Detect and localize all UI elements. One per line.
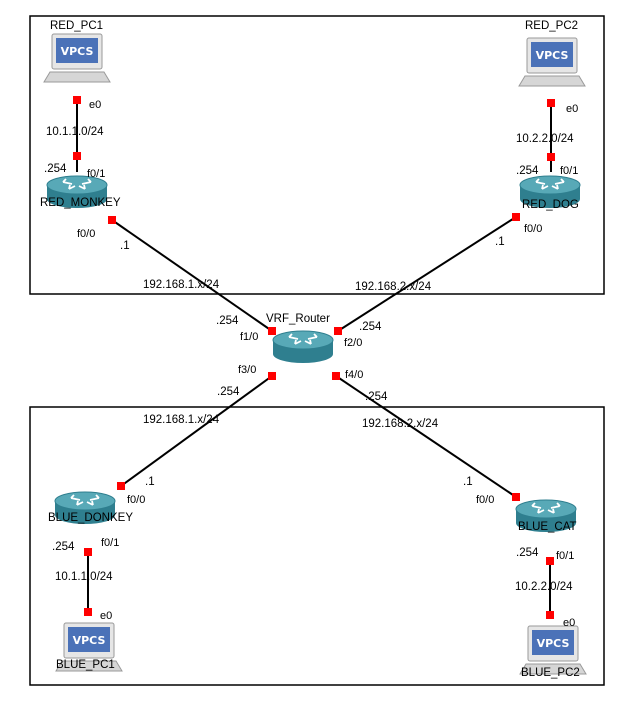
blue-lan2-subnet: 10.2.2.0/24 [515, 581, 573, 593]
blue-zone-box [29, 406, 605, 686]
red-pc1-e0-label: e0 [89, 99, 101, 111]
port-vrf-f40 [332, 372, 340, 380]
red-lan2-subnet: 10.2.2.0/24 [516, 133, 574, 145]
port-red-pc1-e0 [73, 96, 81, 104]
red-dog-wan-host: .1 [495, 236, 505, 248]
blue-wan1-subnet: 192.168.1.x/24 [143, 414, 220, 426]
port-red-pc2-e0 [547, 99, 555, 107]
red-pc2-e0-label: e0 [566, 103, 578, 115]
blue-donkey-f00-label: f0/0 [127, 494, 145, 506]
vrf-f40-label: f4/0 [345, 369, 363, 381]
red-monkey-wan-host: .1 [120, 240, 130, 252]
port-blue-donkey-f01 [84, 548, 92, 556]
red-pc1-vpcs-text: VPCS [61, 45, 94, 58]
blue-lan1-subnet: 10.1.1.0/24 [55, 571, 113, 583]
red-pc2-label: RED_PC2 [525, 20, 578, 32]
blue-pc1-icon[interactable]: VPCS [55, 622, 123, 672]
blue-pc2-label: BLUE_PC2 [521, 667, 580, 679]
red-dog-lan-host: .254 [516, 165, 539, 177]
red-pc1-label: RED_PC1 [50, 20, 103, 32]
red-dog-f00-label: f0/0 [524, 223, 542, 235]
red-pc2-vpcs-text: VPCS [536, 49, 569, 62]
red-dog-f01-label: f0/1 [560, 165, 578, 177]
port-red-monkey-f01 [73, 152, 81, 160]
port-blue-pc1-e0 [84, 608, 92, 616]
blue-cat-label: BLUE_CAT [518, 521, 577, 533]
blue-donkey-label: BLUE_DONKEY [48, 512, 133, 524]
blue-pc1-vpcs-text: VPCS [73, 634, 106, 647]
red-monkey-lan-host: .254 [44, 163, 67, 175]
port-red-dog-f01 [547, 153, 555, 161]
port-red-monkey-f00 [108, 216, 116, 224]
link-vrf-blue-cat [335, 375, 517, 498]
red-lan1-subnet: 10.1.1.0/24 [46, 126, 104, 138]
red-wan1-subnet: 192.168.1.x/24 [143, 279, 220, 291]
port-blue-cat-f00 [512, 493, 520, 501]
blue-pc1-e0-label: e0 [100, 610, 112, 622]
blue-cat-wan-host: .1 [463, 476, 473, 488]
red-monkey-f00-label: f0/0 [77, 228, 95, 240]
blue-donkey-wan-host: .1 [145, 476, 155, 488]
blue-donkey-f01-label: f0/1 [101, 537, 119, 549]
vrf-f30-label: f3/0 [238, 364, 256, 376]
vrf-f20-host: .254 [359, 321, 382, 333]
red-monkey-f01-label: f0/1 [87, 168, 105, 180]
blue-donkey-lan-host: .254 [52, 541, 75, 553]
port-red-dog-f00 [512, 213, 520, 221]
red-zone-box [29, 15, 605, 295]
port-blue-cat-f01 [546, 557, 554, 565]
port-blue-pc2-e0 [546, 611, 554, 619]
blue-cat-f01-label: f0/1 [556, 550, 574, 562]
red-monkey-label: RED_MONKEY [40, 197, 121, 209]
port-vrf-f10 [268, 327, 276, 335]
port-vrf-f20 [334, 327, 342, 335]
blue-wan2-subnet: 192.168.2.x/24 [362, 418, 439, 430]
blue-pc1-label: BLUE_PC1 [56, 659, 115, 671]
vrf-f40-host: .254 [365, 391, 388, 403]
vrf-router-label: VRF_Router [266, 313, 330, 325]
blue-pc2-e0-label: e0 [563, 617, 575, 629]
red-pc2-icon[interactable]: VPCS [518, 37, 586, 87]
link-vrf-blue-donkey [120, 375, 273, 487]
red-pc1-icon[interactable]: VPCS [43, 33, 111, 83]
port-blue-donkey-f00 [117, 482, 125, 490]
port-vrf-f30 [268, 372, 276, 380]
red-dog-label: RED_DOG [522, 199, 579, 211]
vrf-router-icon[interactable] [272, 330, 334, 364]
blue-cat-f00-label: f0/0 [476, 494, 494, 506]
vrf-f30-host: .254 [217, 386, 240, 398]
vrf-f10-host: .254 [216, 315, 239, 327]
blue-cat-lan-host: .254 [516, 547, 539, 559]
vrf-f20-label: f2/0 [344, 337, 362, 349]
blue-pc2-vpcs-text: VPCS [537, 637, 570, 650]
link-red-dog-vrf [337, 216, 517, 332]
link-red-monkey-vrf [111, 219, 273, 332]
red-wan2-subnet: 192.168.2.x/24 [355, 281, 432, 293]
vrf-f10-label: f1/0 [240, 331, 258, 343]
blue-pc2-icon[interactable]: VPCS [519, 625, 587, 675]
